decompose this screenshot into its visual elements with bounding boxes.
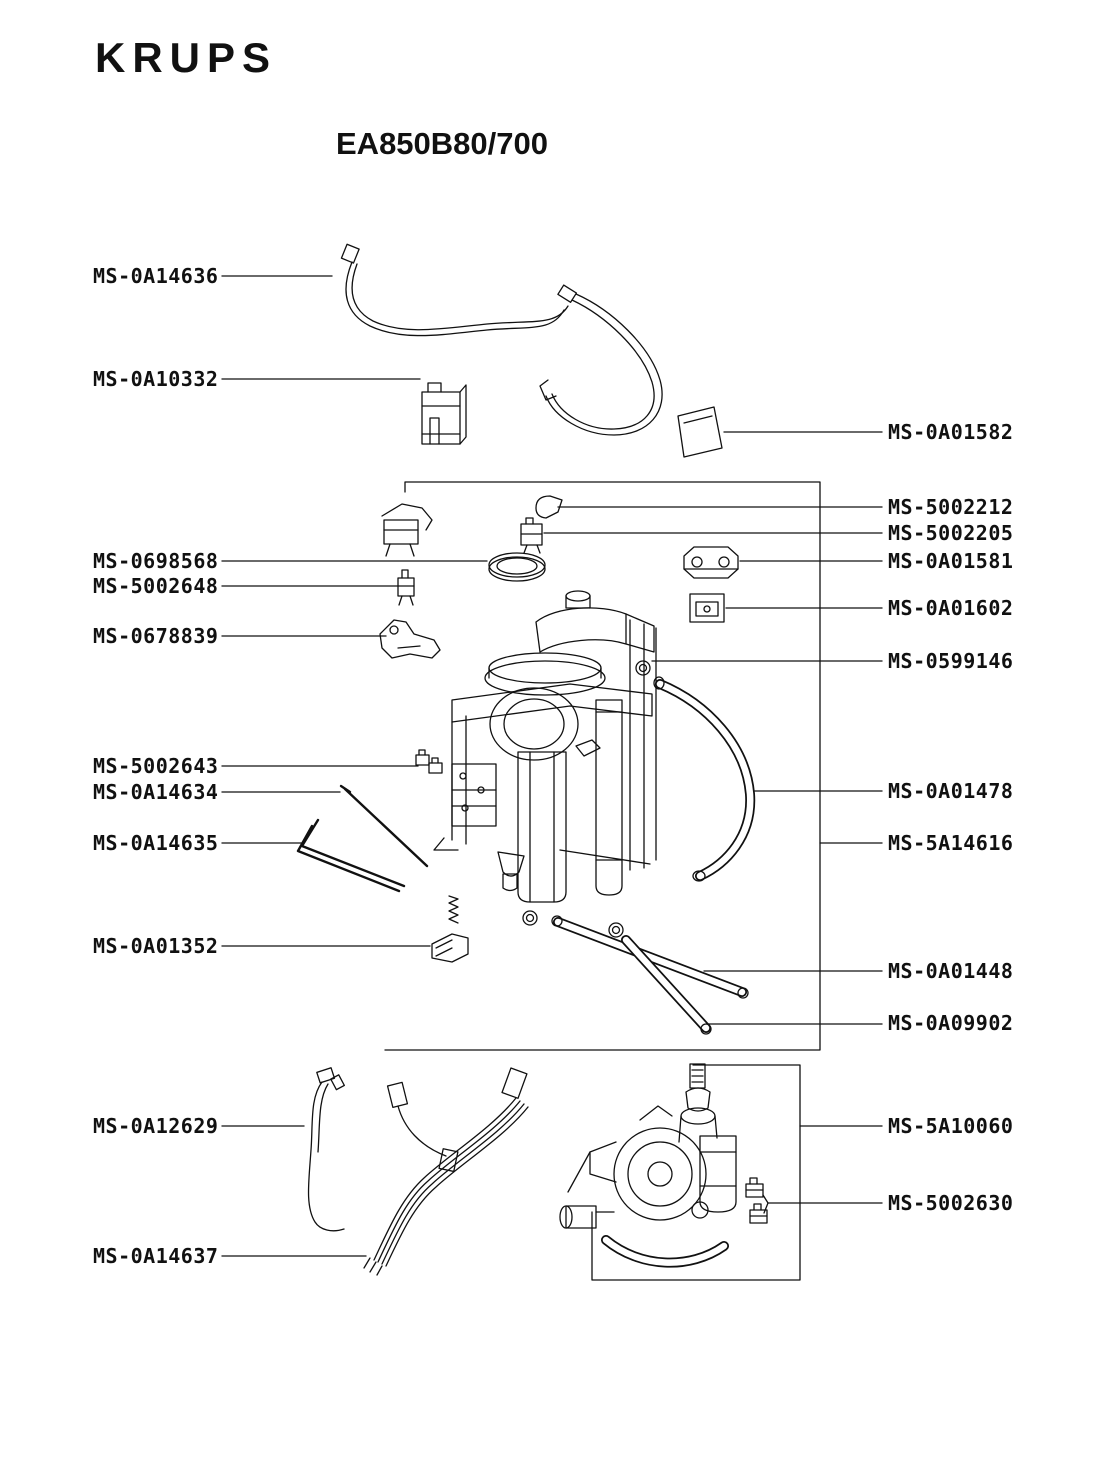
part-drawing-rod-14634: [339, 784, 429, 868]
part-drawing-ring-0698568: [488, 552, 546, 582]
part-label-ms-5002648: MS-5002648: [93, 574, 219, 598]
part-label-ms-5002643: MS-5002643: [93, 754, 219, 778]
part-drawing-clip-5002648: [397, 569, 415, 606]
part-label-ms-0a14637: MS-0A14637: [93, 1244, 219, 1268]
leader-lines: [221, 275, 883, 1257]
pump-group-box: [591, 1064, 801, 1281]
assembly-group-box: [384, 481, 821, 1051]
part-drawing-harness-14636: [340, 243, 663, 436]
part-drawing-wire-12629: [307, 1067, 345, 1232]
part-label-ms-5a10060: MS-5A10060: [888, 1114, 1014, 1138]
part-drawing-bracket-01602: [689, 593, 725, 623]
part-drawing-bracket-01352: [431, 895, 469, 963]
part-label-ms-0a01478: MS-0A01478: [888, 779, 1014, 803]
part-label-ms-5002205: MS-5002205: [888, 521, 1014, 545]
part-drawing-clips-5002643: [415, 749, 443, 774]
part-label-ms-0a10332: MS-0A10332: [93, 367, 219, 391]
part-drawing-clips-5002630: [745, 1177, 769, 1224]
part-label-ms-0a01352: MS-0A01352: [93, 934, 219, 958]
part-label-ms-0a01448: MS-0A01448: [888, 959, 1014, 983]
part-label-ms-5a14616: MS-5A14616: [888, 831, 1014, 855]
part-label-ms-0599146: MS-0599146: [888, 649, 1014, 673]
brand-logo: KRUPS: [95, 34, 278, 81]
part-label-ms-0a14636: MS-0A14636: [93, 264, 219, 288]
part-label-ms-0a01602: MS-0A01602: [888, 596, 1014, 620]
part-drawing-wedge-01582: [677, 406, 723, 458]
part-label-ms-0a14635: MS-0A14635: [93, 831, 219, 855]
part-drawing-hose-01478: [653, 676, 756, 882]
part-drawing-part-01581: [683, 546, 739, 579]
part-drawing-bracket-10332: [421, 382, 467, 445]
part-drawing-clip-5002205: [520, 517, 543, 554]
part-drawing-lever-0678839: [379, 619, 441, 659]
part-drawing-main-assembly: [433, 590, 657, 903]
part-label-ms-5002212: MS-5002212: [888, 495, 1014, 519]
part-label-ms-5002630: MS-5002630: [888, 1191, 1014, 1215]
part-drawing-tubes-01448-09902: [551, 915, 749, 1035]
part-drawing-pump-assembly: [559, 1063, 737, 1268]
part-label-ms-0a14634: MS-0A14634: [93, 780, 219, 804]
part-label-ms-0698568: MS-0698568: [93, 549, 219, 573]
part-label-ms-0678839: MS-0678839: [93, 624, 219, 648]
part-drawing-rod-14635: [296, 818, 406, 893]
part-drawing-nut-0599146: [635, 660, 651, 676]
part-label-ms-0a01581: MS-0A01581: [888, 549, 1014, 573]
model-title: EA850B80/700: [336, 126, 548, 161]
part-label-ms-0a09902: MS-0A09902: [888, 1011, 1014, 1035]
part-label-ms-0a12629: MS-0A12629: [93, 1114, 219, 1138]
part-drawing-upper-bracket: [381, 503, 433, 557]
part-drawing-small-rings: [522, 910, 624, 938]
part-drawing-piece-5002212: [535, 495, 563, 519]
part-drawing-harness-14637: [363, 1067, 529, 1276]
part-label-ms-0a01582: MS-0A01582: [888, 420, 1014, 444]
